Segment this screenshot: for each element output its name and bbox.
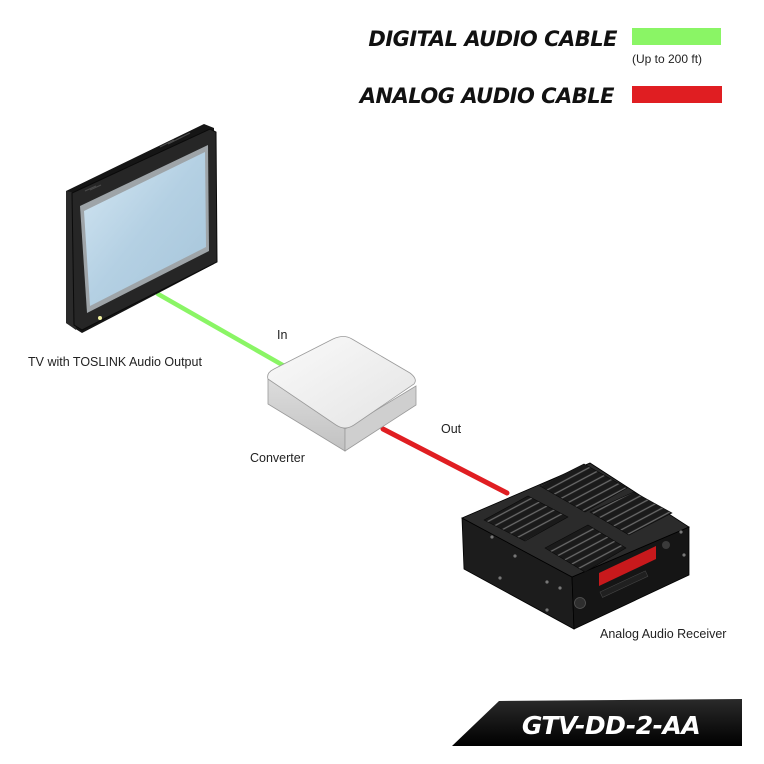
- digital-cable-legend-label: DIGITAL AUDIO CABLE: [368, 27, 618, 51]
- model-name: GTV-DD-2-AA: [522, 711, 700, 740]
- analog-cable-legend-label: ANALOG AUDIO CABLE: [358, 84, 615, 108]
- converter-icon: [267, 336, 417, 452]
- converter-label: Converter: [250, 451, 305, 465]
- receiver-display: [599, 546, 656, 586]
- digital-cable-swatch: [632, 28, 721, 45]
- tv-label: TV with TOSLINK Audio Output: [28, 355, 202, 369]
- converter-out-label: Out: [441, 422, 462, 436]
- converter-in-label: In: [277, 328, 287, 342]
- receiver-icon: [461, 462, 690, 630]
- legend: DIGITAL AUDIO CABLE (Up to 200 ft) ANALO…: [358, 27, 722, 108]
- analog-audio-cable: [380, 426, 510, 496]
- tv-icon: [66, 124, 218, 333]
- digital-cable-length-note: (Up to 200 ft): [632, 52, 702, 66]
- receiver-label: Analog Audio Receiver: [600, 627, 726, 641]
- digital-audio-cable: [155, 291, 296, 374]
- analog-cable-swatch: [632, 86, 722, 103]
- model-banner: GTV-DD-2-AA: [452, 699, 742, 746]
